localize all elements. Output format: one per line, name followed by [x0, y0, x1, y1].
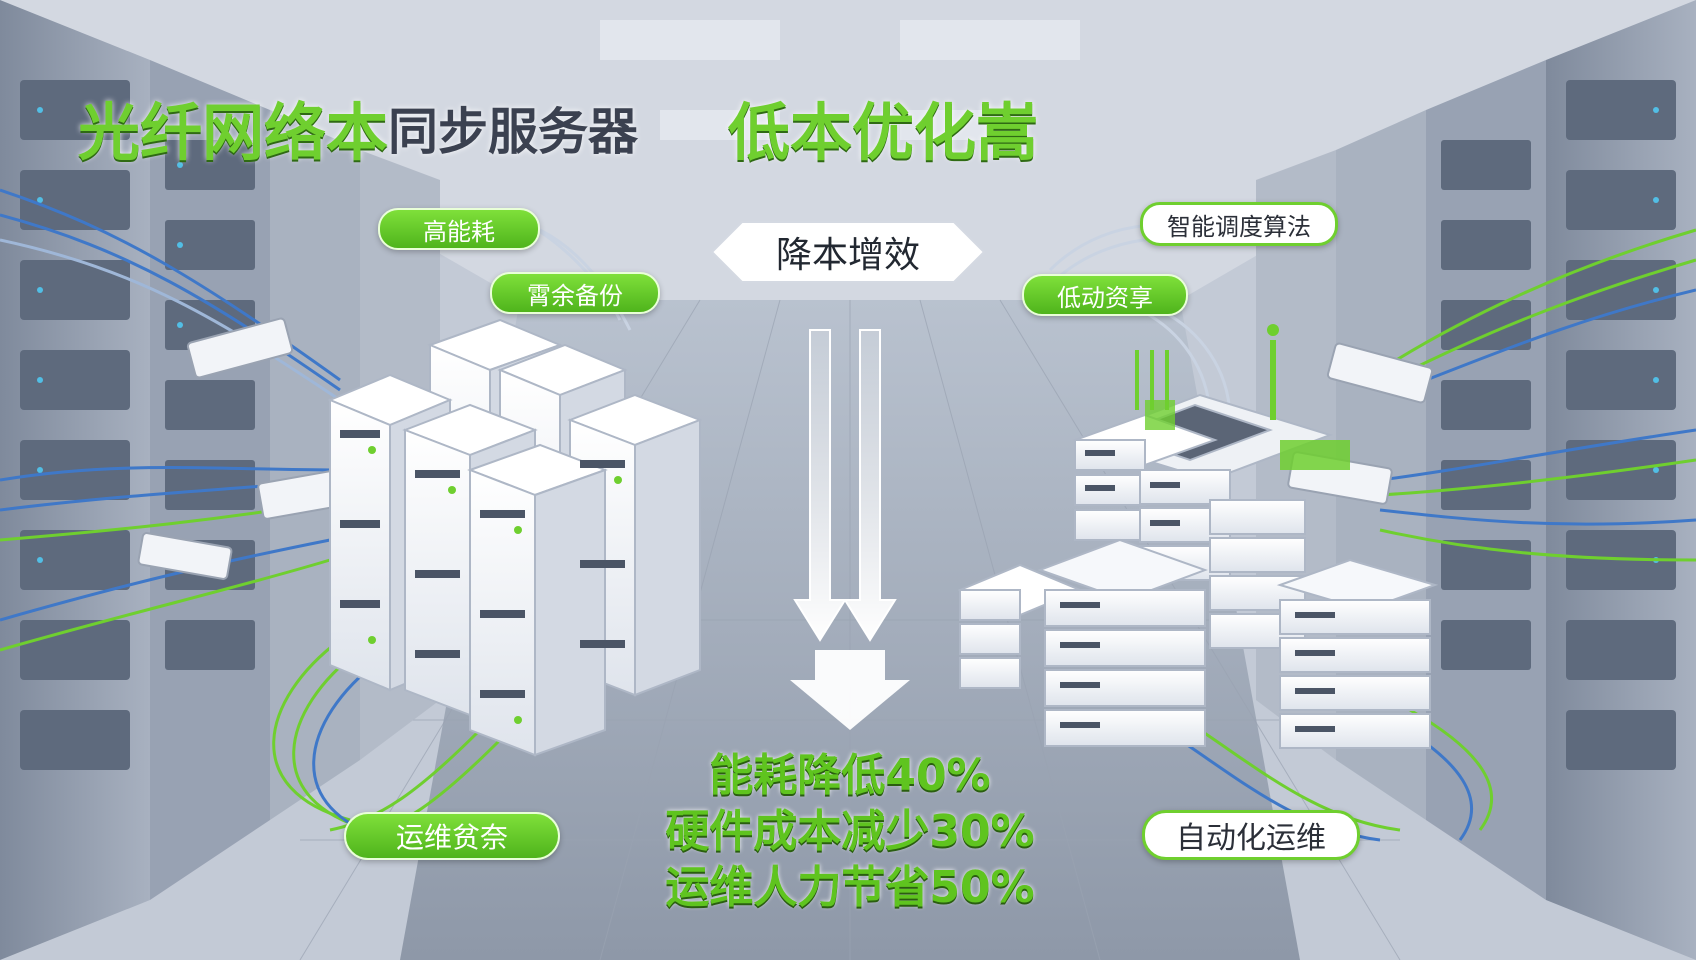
title-part-1: 光纤网络本 — [78, 96, 389, 169]
label-auto-ops: 自动化运维 — [1142, 810, 1360, 860]
label-smart-scheduling: 智能调度算法 — [1140, 202, 1338, 246]
banner-cost-efficiency: 降本增效 — [775, 235, 920, 276]
title-part-3: 低本优化嵩 — [728, 96, 1039, 169]
stat-energy: 能耗降低40% — [709, 750, 991, 801]
label-high-energy: 高能耗 — [378, 208, 540, 250]
title-part-2: 同步服务器 — [388, 103, 638, 161]
label-low-resource: 低动资享 — [1022, 274, 1188, 316]
stat-labor: 运维人力节省50% — [665, 862, 1035, 913]
label-ops-complex: 运维贫奈 — [344, 812, 560, 860]
stat-hardware: 硬件成本减少30% — [665, 806, 1035, 857]
label-redundant-backup: 霄余备份 — [490, 272, 660, 314]
stats-list: 能耗降低40% 硬件成本减少30% 运维人力节省50% — [600, 748, 1100, 916]
